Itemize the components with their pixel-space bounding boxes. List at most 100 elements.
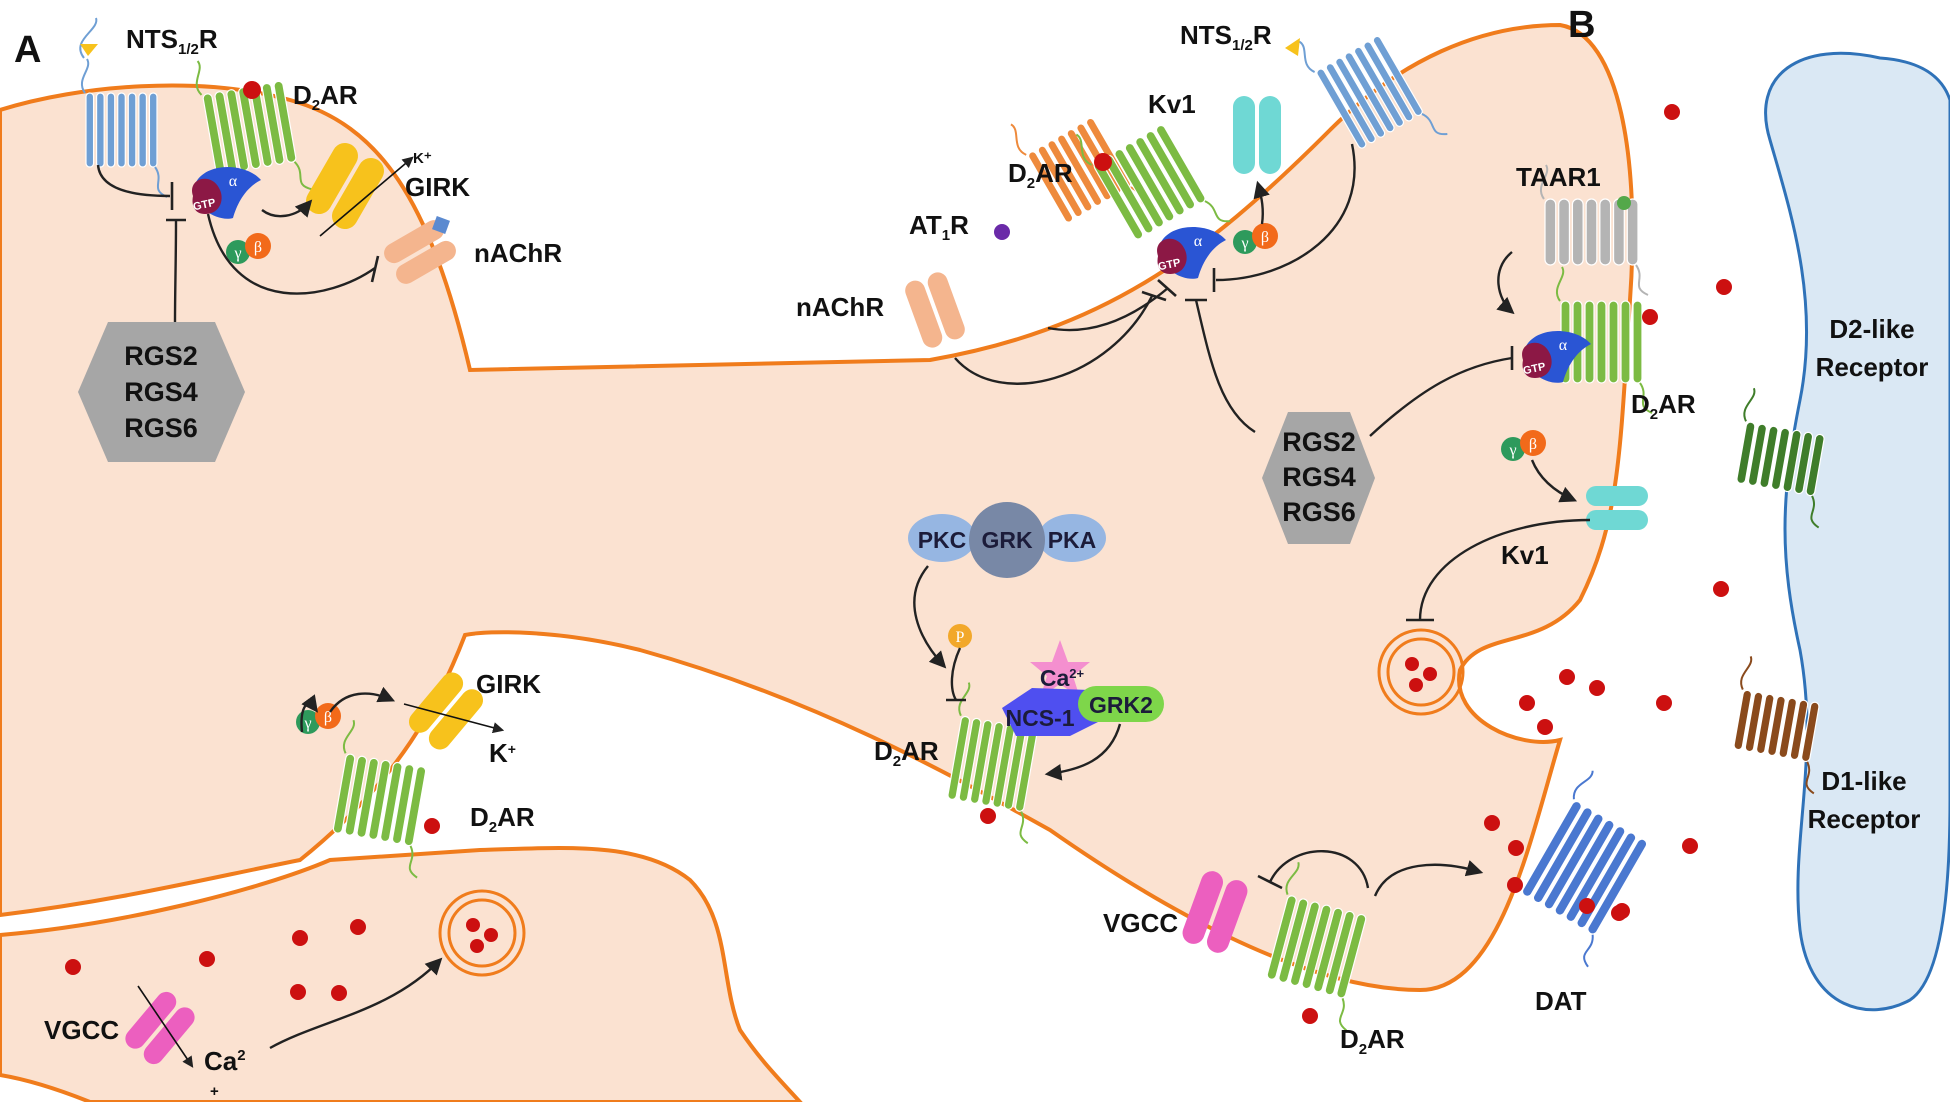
dopamine-dot: [1508, 840, 1524, 856]
label-kv1-right: Kv1: [1501, 540, 1549, 570]
grk-label: GRK: [981, 527, 1033, 553]
dopamine-dot: [350, 919, 366, 935]
label-girk-top: GIRK: [405, 172, 470, 202]
label-d2ar-top-mid: D2AR: [1008, 158, 1073, 192]
dopamine-molecules: [65, 81, 1732, 1024]
kv1-right: [1586, 486, 1648, 530]
dopamine-dot: [290, 984, 306, 1000]
d2ar-activates-gbg-lower: [300, 694, 318, 733]
phospho-label: P: [956, 629, 965, 646]
rgs-left-inhibits: [173, 219, 178, 323]
rgs-right-inhibits-right: [1369, 356, 1513, 437]
pka-bubble: [1038, 514, 1106, 562]
rgs-left-2: RGS4: [124, 377, 198, 407]
grk-bubble: [969, 502, 1045, 578]
vgcc-right: [1182, 871, 1248, 953]
pkc-bubble: [908, 514, 976, 562]
dopamine-dot: [292, 930, 308, 946]
inhibition-bar: [1157, 279, 1177, 297]
nts-ligand-right: [1285, 38, 1300, 56]
gbg-activates-girk-lower: [329, 686, 396, 713]
svg-text:α: α: [1559, 337, 1568, 354]
label-dat: DAT: [1535, 986, 1587, 1016]
label-d2-like-1: D2-like: [1829, 314, 1914, 344]
grk2-label: GRK2: [1089, 692, 1153, 718]
svg-text:γ: γ: [303, 715, 311, 732]
inhibition-bar: [1257, 874, 1283, 890]
kinase-to-d2ar: [913, 565, 947, 669]
p-inhibits-d2ar: [950, 647, 962, 701]
rgs-right-3: RGS6: [1282, 497, 1356, 527]
gbg-activates-kv1-right: [1530, 459, 1578, 503]
rgs-hexagon-left: RGS2 RGS4 RGS6: [78, 322, 245, 462]
inhibition-bar: [1141, 290, 1167, 302]
svg-text:β: β: [1261, 229, 1269, 246]
panel-label-b: B: [1568, 4, 1595, 46]
dopamine-dot: [1611, 905, 1627, 921]
d2-like-receptor: [1736, 387, 1825, 529]
k-efflux-arrow-top: [319, 156, 414, 237]
dopamine-dot: [1664, 104, 1680, 120]
girk-channel-top: [306, 142, 384, 230]
label-d2ar-mid: D2AR: [874, 736, 939, 770]
gbg-activates-girk: [261, 199, 313, 218]
at1r-ligand: [994, 224, 1010, 240]
nachr-mid: [905, 272, 965, 348]
d2ar-mid: [947, 682, 1038, 845]
taar1-ligand: [1617, 196, 1631, 210]
label-at1r: AT1R: [909, 210, 969, 244]
d2ar-activates-dat: [1373, 860, 1484, 897]
label-d2-like-2: Receptor: [1816, 352, 1929, 382]
svg-text:α: α: [1194, 233, 1203, 250]
ca-mid-label: Ca2+: [1040, 665, 1085, 691]
dopamine-dot: [1094, 153, 1112, 171]
nts-receptor-right: [1298, 35, 1448, 149]
label-d2ar-right: D2AR: [1631, 389, 1696, 423]
dopamine-dot: [1589, 680, 1605, 696]
d2ar-top-left: [195, 60, 312, 191]
label-ca-left: Ca2: [204, 1046, 246, 1076]
dopamine-dot: [1559, 669, 1575, 685]
dopamine-dot: [243, 81, 261, 99]
rgs-right-1: RGS2: [1282, 427, 1356, 457]
nts-tail: [79, 17, 98, 59]
dopamine-dot: [1537, 719, 1553, 735]
synaptic-vesicle-right: [1377, 628, 1465, 716]
label-vgcc-left: VGCC: [44, 1015, 119, 1045]
dat-transporter: [1521, 770, 1648, 968]
synaptic-vesicle-lower: [438, 889, 526, 977]
dopamine-dot: [65, 959, 81, 975]
at1r-inhibits-gprotein: [1047, 287, 1169, 332]
label-d1-like-2: Receptor: [1808, 804, 1921, 834]
label-nts-left: NTS1/2R: [126, 24, 218, 58]
inhibition-bar: [370, 255, 380, 283]
label-k-lower: K+: [489, 738, 516, 768]
d2ar-bottom: [1266, 861, 1367, 1032]
rgs-right-2: RGS4: [1282, 462, 1356, 492]
dopamine-dot: [1519, 695, 1535, 711]
pathway-arrows: [96, 143, 1591, 1068]
rgs-right-inhibits-mid: [1194, 299, 1256, 434]
dopamine-dot: [1579, 898, 1595, 914]
k-efflux-arrow-lower: [403, 703, 505, 734]
dopamine-dot: [331, 985, 347, 1001]
ncs1-label: NCS-1: [1005, 705, 1074, 731]
dopamine-dot: [424, 818, 440, 834]
nts-receptor-left: [80, 58, 168, 198]
dopamine-dot: [1682, 838, 1698, 854]
label-k-top: K⁺: [413, 150, 432, 167]
dopamine-dot: [1642, 309, 1658, 325]
receptor-glyphs: [79, 17, 1825, 1032]
panel-label-a: A: [14, 29, 41, 71]
label-girk-lower: GIRK: [476, 669, 541, 699]
nachr-inhibits-gprotein: [954, 295, 1154, 385]
nts-ligand-left: [80, 44, 98, 56]
label-d2ar-bottom: D2AR: [1340, 1024, 1405, 1058]
svg-text:GTP: GTP: [1157, 257, 1182, 273]
label-nts-right: NTS1/2R: [1180, 20, 1272, 54]
rgs-left-3: RGS6: [124, 413, 198, 443]
dopamine-dot: [1484, 815, 1500, 831]
